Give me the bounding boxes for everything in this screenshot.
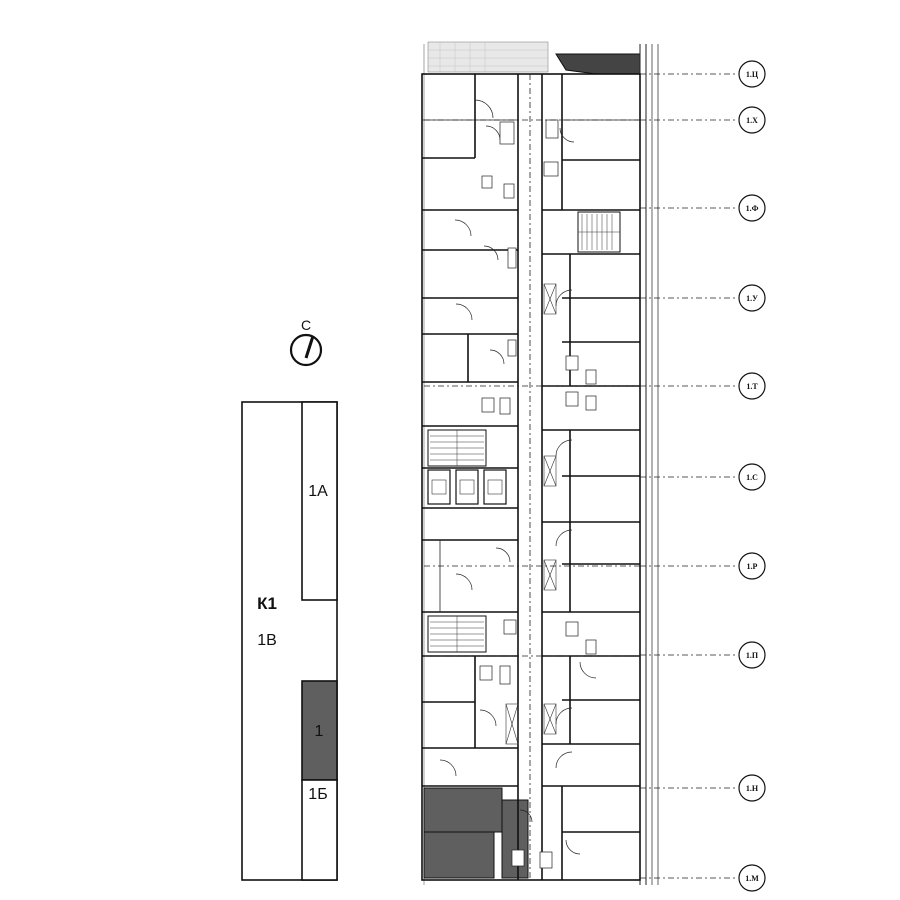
north-compass-icon <box>289 333 323 367</box>
section-1b-outline <box>301 779 338 881</box>
building-outline <box>421 73 641 881</box>
axis-bubble <box>738 372 766 400</box>
compass-label: С <box>301 317 311 333</box>
axis-label: 1.Н <box>746 784 759 793</box>
terrace-hatch <box>427 41 549 73</box>
axis-marker: 1.Х <box>640 106 766 134</box>
highlighted-room-2 <box>423 831 495 879</box>
building-label: К1 <box>257 594 277 613</box>
roof-element <box>555 53 641 75</box>
axis-label: 1.Т <box>746 382 758 391</box>
section-1b-label: 1Б <box>308 786 327 803</box>
section-1-label: 1 <box>315 723 324 740</box>
staircase-upper <box>577 211 621 253</box>
axis-marker: 1.П <box>640 641 766 669</box>
axis-bubble <box>738 641 766 669</box>
axis-marker: 1.М <box>640 864 766 892</box>
axis-label: 1.С <box>746 473 758 482</box>
axis-marker: 1.У <box>640 284 766 312</box>
axis-marker: 1.С <box>640 463 766 491</box>
axis-marker: 1.Н <box>640 774 766 802</box>
axis-label: 1.Х <box>746 116 758 125</box>
axis-bubble <box>738 284 766 312</box>
section-1v-label: 1В <box>257 632 277 649</box>
axis-bubble <box>738 194 766 222</box>
highlighted-room-1 <box>423 787 503 833</box>
axis-bubble <box>738 774 766 802</box>
key-plan: 1А К1 1В 1 1Б <box>241 401 338 881</box>
staircase-lower <box>427 615 487 653</box>
axis-label: 1.У <box>746 294 758 303</box>
floor-plan <box>421 41 659 885</box>
staircase-middle <box>427 429 487 467</box>
axis-label: 1.Ц <box>746 70 759 79</box>
corridor-crossings <box>424 119 640 657</box>
axis-marker: 1.Ф <box>640 194 766 222</box>
axis-bubble <box>738 552 766 580</box>
ventilation-shafts <box>505 283 557 745</box>
corridor <box>517 74 543 880</box>
axis-label: 1.Р <box>747 562 758 571</box>
axis-marker: 1.Ц <box>640 60 766 88</box>
axis-label: 1.Ф <box>746 204 759 213</box>
axis-grid: 1.Ц 1.Х 1.Ф 1.У 1.Т 1.С 1.Р 1.П 1.Н 1.М <box>640 60 766 892</box>
axis-marker: 1.Р <box>640 552 766 580</box>
door-swings <box>439 99 597 855</box>
axis-bubble <box>738 60 766 88</box>
elevator-shafts <box>427 469 507 505</box>
axis-bubble <box>738 463 766 491</box>
section-1-highlight <box>301 680 338 781</box>
bathroom-fixtures <box>479 119 597 869</box>
axis-label: 1.П <box>746 651 759 660</box>
compass: С <box>289 317 323 367</box>
axis-bubble <box>738 864 766 892</box>
right-rooms <box>542 74 640 880</box>
section-1a-outline <box>301 401 338 601</box>
axis-bubble <box>738 106 766 134</box>
axis-marker: 1.Т <box>640 372 766 400</box>
axis-label: 1.М <box>745 874 759 883</box>
section-1a-label: 1А <box>308 483 328 500</box>
